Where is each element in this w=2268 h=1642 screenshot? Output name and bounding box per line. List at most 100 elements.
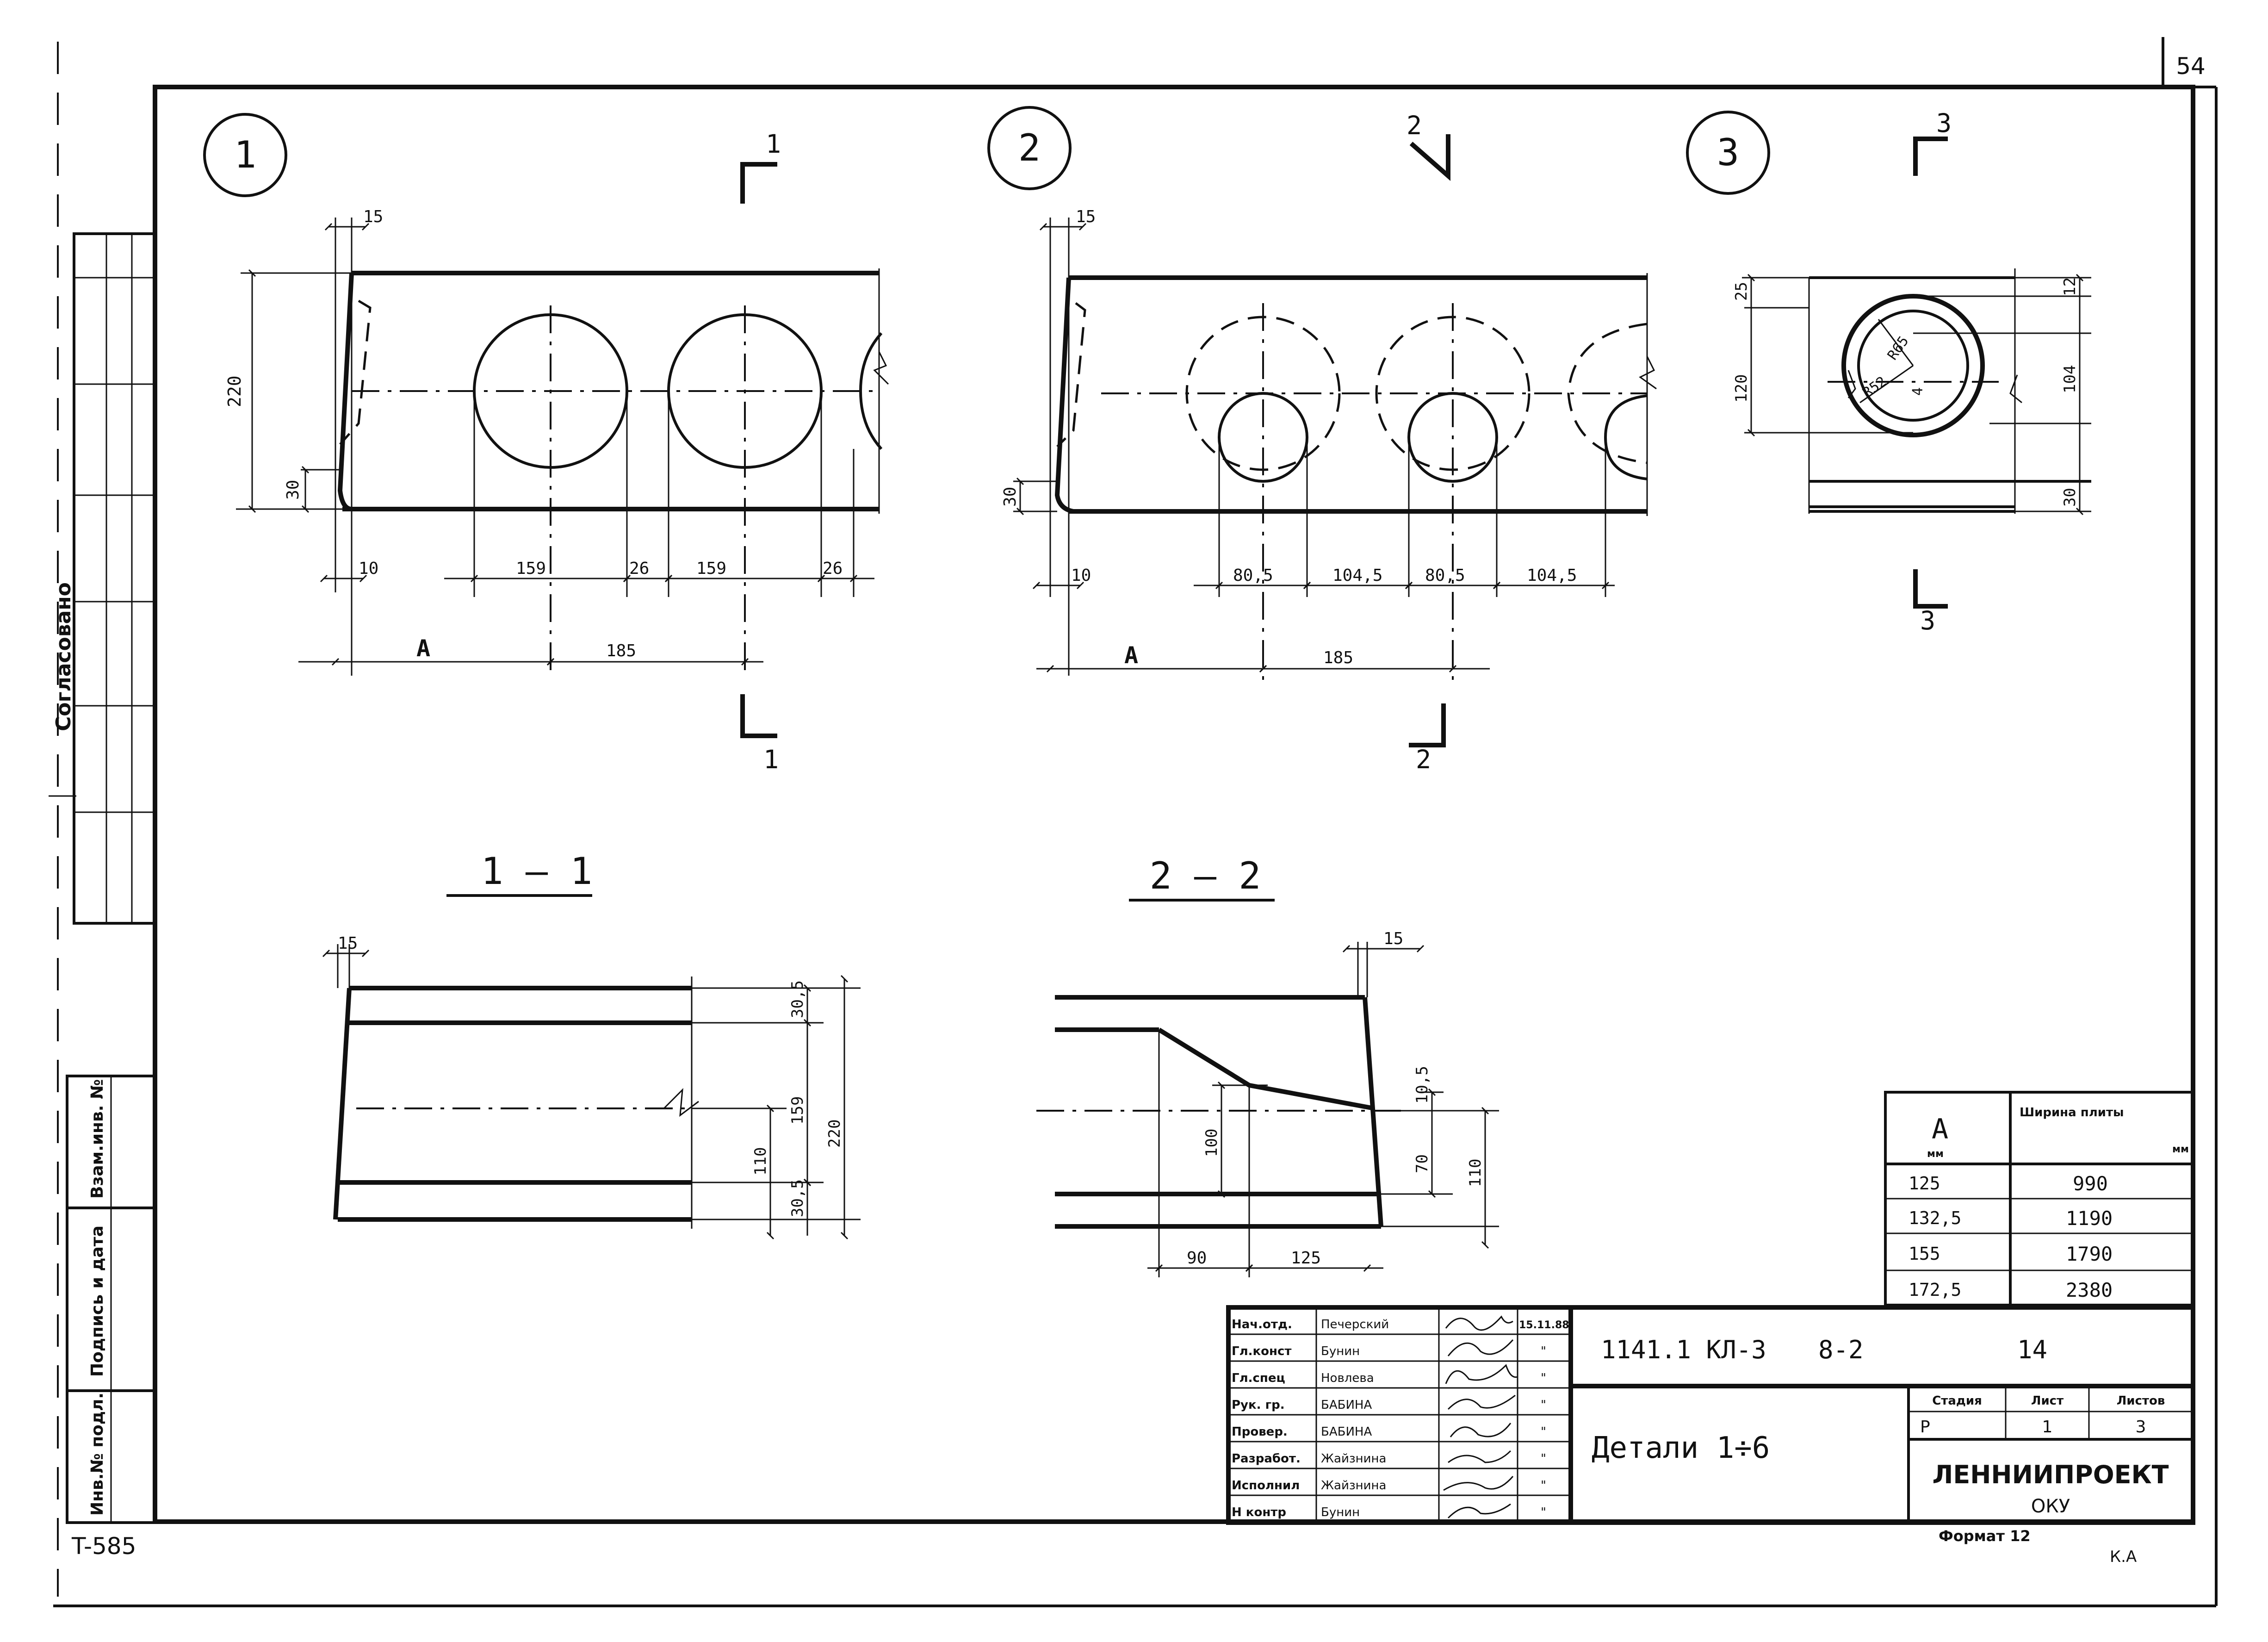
dim-d3-104: 104 (2061, 365, 2079, 393)
svg-text:1: 1 (766, 129, 781, 159)
dim-d1-26a: 26 (629, 559, 649, 578)
page-number: 54 (2176, 53, 2206, 80)
dim-s1-110: 110 (751, 1147, 770, 1176)
section-2-dimensions (1147, 942, 1499, 1272)
organization-name: ЛЕННИИПРОЕКТ (1932, 1460, 2169, 1489)
stage-value: Р (1920, 1418, 1930, 1437)
dim-d3-12: 12 (2061, 277, 2079, 296)
dim-d1-15: 15 (363, 207, 383, 226)
table-header-a-unit: мм (1927, 1148, 1944, 1160)
approval-strip (49, 232, 156, 1524)
tb-date-3: " (1541, 1371, 1546, 1385)
svg-text:1: 1 (763, 745, 779, 774)
dim-d3-30: 30 (2061, 488, 2079, 507)
detail-1-plan (337, 268, 889, 676)
sheet-value: 1 (2042, 1418, 2053, 1437)
table-row-2-a: 132,5 (1909, 1208, 1961, 1228)
table-header-width: Ширина плиты (2020, 1106, 2124, 1120)
dim-s2-90: 90 (1187, 1249, 1207, 1268)
tb-role-6: Разработ. (1232, 1452, 1301, 1466)
dim-s2-70: 70 (1413, 1154, 1431, 1173)
tb-date-2: " (1541, 1344, 1546, 1358)
detail-1-dimensions (236, 218, 874, 676)
format-label: Формат 12 (1939, 1527, 2031, 1545)
dim-d2-10: 10 (1071, 566, 1091, 585)
svg-text:2: 2 (1407, 111, 1422, 140)
cut-marker-3-top: 3 (1913, 108, 1952, 176)
dim-d2-185: 185 (1323, 648, 1353, 667)
tb-date-6: " (1541, 1452, 1546, 1466)
dim-s1-15: 15 (338, 934, 358, 953)
svg-text:1: 1 (234, 133, 256, 176)
tb-date-1: 15.11.88 (1519, 1319, 1569, 1331)
dim-d2-80a: 80,5 (1233, 566, 1273, 585)
dim-d2-30: 30 (1001, 487, 1020, 507)
signatures (1443, 1315, 1518, 1519)
dim-s1-220: 220 (825, 1120, 844, 1148)
tb-name-4: БАБИНА (1321, 1398, 1372, 1412)
dim-s1-305a: 30,5 (788, 980, 807, 1018)
drawing-name: Детали 1÷6 (1592, 1431, 1770, 1465)
table-row-1-a: 125 (1909, 1173, 1940, 1194)
dim-d1-220: 220 (224, 375, 245, 407)
table-row-3-w: 1790 (2066, 1243, 2113, 1265)
dim-d1-10: 10 (359, 559, 378, 578)
svg-text:2: 2 (1018, 126, 1041, 169)
dim-s1-305b: 30,5 (788, 1179, 807, 1217)
dim-s2-15: 15 (1383, 929, 1403, 948)
svg-text:3: 3 (1717, 131, 1739, 174)
sheets-label: Листов (2117, 1394, 2165, 1408)
tb-date-5: " (1541, 1425, 1546, 1439)
tb-date-7: " (1541, 1479, 1546, 1493)
dim-d1-a: A (416, 635, 430, 662)
cut-marker-2-bottom: 2 (1409, 703, 1446, 774)
tb-name-2: Бунин (1321, 1344, 1360, 1358)
dim-d3-25: 25 (1732, 282, 1751, 301)
dim-d3-r52: R52 (1860, 373, 1890, 401)
cut-marker-3-bottom: 3 (1913, 569, 1948, 635)
title-block-grid (1226, 1305, 2195, 1525)
dim-d1-159b: 159 (696, 559, 726, 578)
dim-d1-185: 185 (606, 641, 636, 660)
tb-role-3: Гл.спец (1232, 1371, 1285, 1385)
cut-marker-2-top: 2 (1407, 111, 1450, 181)
detail-3-section (1742, 268, 2091, 516)
section-1-dimensions (322, 944, 861, 1240)
section-1-title: 1 — 1 (481, 850, 593, 893)
section-2-title: 2 — 2 (1150, 854, 1261, 897)
dim-d2-80b: 80,5 (1425, 566, 1465, 585)
dim-d1-159a: 159 (516, 559, 546, 578)
tb-name-7: Жайзнина (1321, 1479, 1387, 1493)
table-row-2-w: 1190 (2066, 1207, 2113, 1230)
dim-d3-120: 120 (1732, 374, 1751, 403)
svg-text:3: 3 (1920, 606, 1935, 635)
tb-name-3: Новлева (1321, 1371, 1374, 1385)
tb-role-8: Н контр (1232, 1505, 1286, 1519)
ref-inventory-label: Взам.инв. № (88, 1079, 107, 1199)
table-header-width-unit: мм (2172, 1144, 2189, 1155)
tb-name-5: БАБИНА (1321, 1425, 1372, 1439)
dim-d2-15: 15 (1076, 207, 1096, 226)
dim-s2-105: 10,5 (1413, 1066, 1431, 1104)
table-row-4-a: 172,5 (1909, 1280, 1961, 1300)
dim-s1-159: 159 (788, 1096, 807, 1125)
dim-d1-30: 30 (284, 480, 303, 500)
tb-name-6: Жайзнина (1321, 1452, 1387, 1466)
tb-date-8: " (1541, 1505, 1546, 1519)
sheets-value: 3 (2136, 1418, 2146, 1437)
corner-mark: К.А (2110, 1548, 2137, 1566)
dim-d1-26b: 26 (823, 559, 843, 578)
dim-s2-110: 110 (1466, 1159, 1485, 1187)
table-row-1-w: 990 (2073, 1172, 2108, 1195)
signature-date-label: Подпись и дата (88, 1225, 107, 1377)
tb-role-2: Гл.конст (1232, 1344, 1291, 1358)
tb-role-7: Исполнил (1232, 1479, 1300, 1493)
table-header-a: A (1932, 1113, 1948, 1145)
table-row-3-a: 155 (1909, 1244, 1940, 1264)
tb-role-4: Рук. гр. (1232, 1398, 1285, 1412)
department-name: ОКУ (2031, 1496, 2070, 1517)
detail-marker-3: 3 (1686, 111, 1770, 195)
table-row-4-w: 2380 (2066, 1279, 2113, 1301)
dim-d2-104b: 104,5 (1527, 566, 1577, 585)
